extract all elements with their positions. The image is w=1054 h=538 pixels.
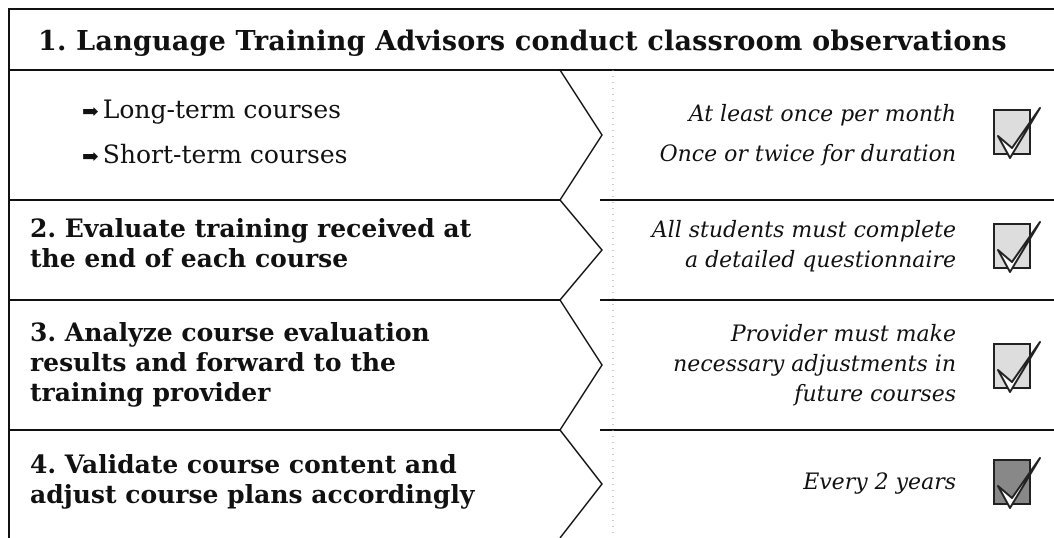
checkbox-check-icon <box>993 221 1041 273</box>
step-label: 3. Analyze course evaluation results and… <box>30 318 430 407</box>
list-item: ➡Short-term courses <box>82 140 348 169</box>
step-note: All students must complete a detailed qu… <box>651 218 956 273</box>
step-note: Provider must make necessary adjustments… <box>673 322 956 407</box>
step-row-4: 4. Validate course content and adjust co… <box>0 430 1054 538</box>
step-row-3: 3. Analyze course evaluation results and… <box>0 300 1054 430</box>
step-label: 4. Validate course content and adjust co… <box>30 450 475 509</box>
bullet-list: ➡Long-term courses ➡Short-term courses <box>82 88 348 178</box>
arrow-right-icon: ➡ <box>82 144 99 168</box>
checkbox-check-icon <box>993 457 1041 509</box>
page-title: 1. Language Training Advisors conduct cl… <box>38 26 1007 57</box>
arrow-right-icon: ➡ <box>82 99 99 123</box>
step-row-2: 2. Evaluate training received at the end… <box>0 200 1054 300</box>
header-box: 1. Language Training Advisors conduct cl… <box>8 8 1054 70</box>
checkbox-check-icon <box>993 341 1041 393</box>
step-row-1: ➡Long-term courses ➡Short-term courses A… <box>0 70 1054 200</box>
list-item: ➡Long-term courses <box>82 95 341 124</box>
step-note: At least once per month Once or twice fo… <box>659 102 956 167</box>
step-note: Every 2 years <box>803 470 956 495</box>
checkbox-check-icon <box>993 107 1041 159</box>
step-label: 2. Evaluate training received at the end… <box>30 214 472 273</box>
